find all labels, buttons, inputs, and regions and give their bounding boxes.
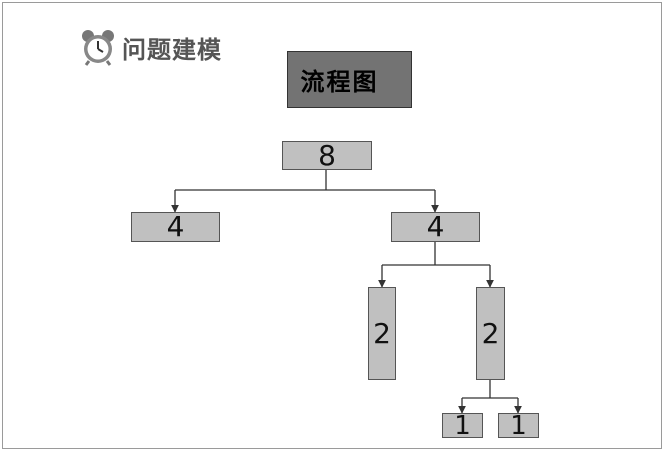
node-root: 8 bbox=[282, 141, 372, 170]
node-level3-left: 1 bbox=[442, 413, 483, 439]
flowchart-title: 流程图 bbox=[300, 67, 379, 96]
node-level3-right: 1 bbox=[498, 413, 539, 439]
flowchart-title-box: 流程图 bbox=[287, 51, 412, 108]
node-level2-right: 2 bbox=[476, 287, 505, 380]
node-level1-left: 4 bbox=[131, 212, 220, 242]
heading: 问题建模 bbox=[80, 28, 222, 66]
node-level1-right: 4 bbox=[391, 212, 480, 242]
alarm-clock-icon bbox=[82, 30, 114, 66]
heading-label: 问题建模 bbox=[122, 35, 222, 64]
node-level2-left: 2 bbox=[368, 287, 396, 380]
